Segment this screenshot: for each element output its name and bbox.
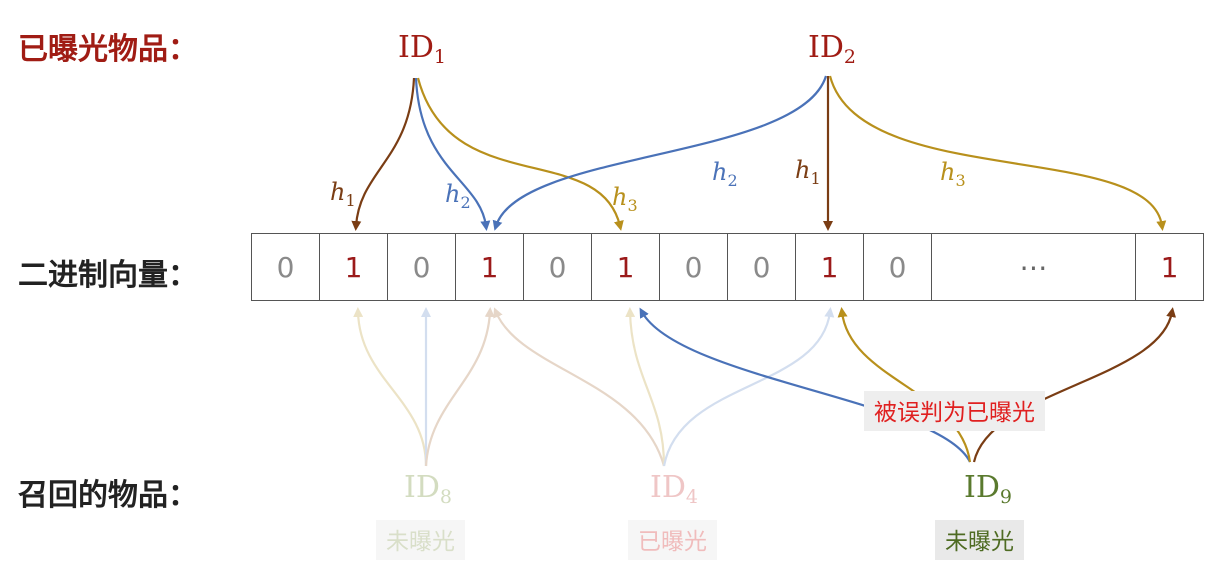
bit-cell-1: 1 xyxy=(319,233,388,301)
binary-vector-label: 二进制向量： xyxy=(18,258,198,293)
id9-label: ID9 xyxy=(964,470,1012,508)
id8-status-badge: 未曝光 xyxy=(376,520,465,560)
id8-label: ID8 xyxy=(404,470,452,508)
id2-label: ID2 xyxy=(808,30,856,68)
recalled-items-label: 召回的物品： xyxy=(18,478,198,513)
id9-h2-arrow xyxy=(639,307,971,463)
id2-h1-label: h1 xyxy=(795,156,821,188)
id8-arrow-1 xyxy=(353,307,428,467)
id4-arrow-2 xyxy=(625,307,666,467)
bit-cell-6: 0 xyxy=(659,233,728,301)
binary-vector: 0 1 0 1 0 1 0 0 1 0 ⋯ 1 xyxy=(251,233,1204,301)
id4-status-badge: 已曝光 xyxy=(628,520,717,560)
id4-arrow-3 xyxy=(662,307,835,467)
id8-arrow-3 xyxy=(424,307,495,467)
id1-h1-arrow xyxy=(351,77,416,231)
bit-cell-7: 0 xyxy=(727,233,796,301)
bit-cell-8: 1 xyxy=(795,233,864,301)
bit-cell-0: 0 xyxy=(251,233,320,301)
id2-h2-label: h2 xyxy=(712,158,738,190)
id4-label: ID4 xyxy=(650,470,698,508)
bit-cell-9: 0 xyxy=(863,233,932,301)
id1-h2-label: h2 xyxy=(445,180,471,212)
id9-status-badge: 未曝光 xyxy=(935,520,1024,560)
ellipsis-cell: ⋯ xyxy=(931,233,1136,301)
id9-h3-arrow xyxy=(837,307,972,463)
id2-h3-arrow xyxy=(828,75,1167,231)
id1-h3-label: h3 xyxy=(612,183,638,215)
id9-h1-arrow xyxy=(972,307,1177,463)
id2-h2-arrow xyxy=(492,75,828,231)
id2-h3-label: h3 xyxy=(940,158,966,190)
false-positive-badge: 被误判为已曝光 xyxy=(864,391,1045,431)
bit-cell-3: 1 xyxy=(455,233,524,301)
bit-cell-5: 1 xyxy=(591,233,660,301)
exposed-items-label: 已曝光物品： xyxy=(18,32,198,67)
bit-cell-last: 1 xyxy=(1135,233,1204,301)
id4-arrow-1 xyxy=(493,307,666,467)
id1-h3-arrow xyxy=(416,77,624,231)
bit-cell-4: 0 xyxy=(523,233,592,301)
id1-label: ID1 xyxy=(398,30,446,68)
bit-cell-2: 0 xyxy=(387,233,456,301)
id1-h2-arrow xyxy=(414,77,491,231)
id1-h1-label: h1 xyxy=(330,178,356,210)
